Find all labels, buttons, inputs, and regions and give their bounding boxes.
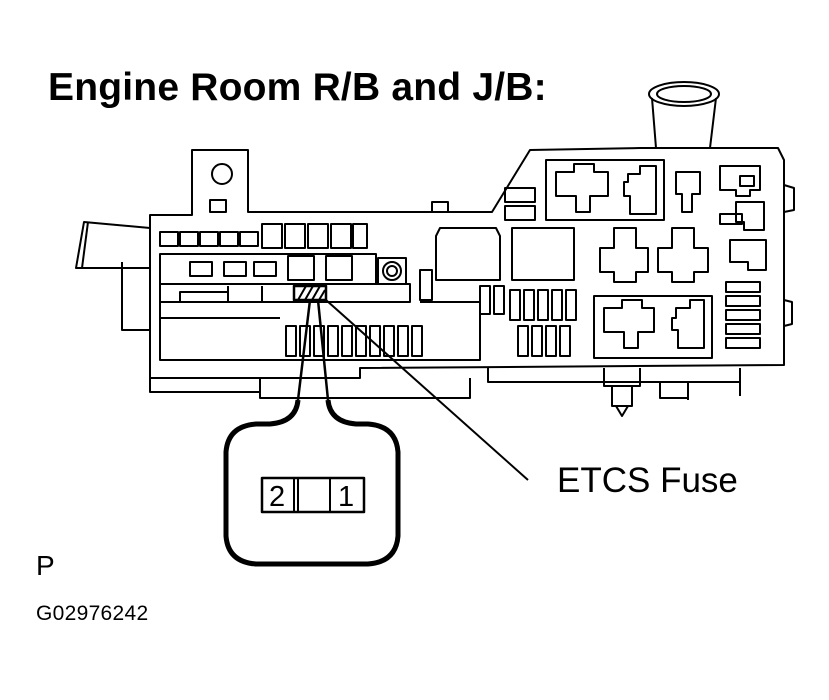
relay-large [435, 227, 575, 281]
left-connector [75, 221, 151, 331]
relay-top-left [545, 159, 665, 221]
relay-bottom [593, 295, 713, 359]
diagram-title: Engine Room R/B and J/B: [48, 66, 547, 109]
fuse-pin-1: 1 [338, 481, 354, 513]
fuse-row-top [159, 223, 368, 249]
relay-middle-left [599, 227, 649, 283]
relay-small-1 [675, 171, 701, 213]
fuse-enlarged [260, 476, 366, 514]
figure-code: G02976242 [36, 602, 149, 625]
callout-leader [325, 299, 529, 481]
zoom-leader [296, 299, 330, 401]
mounting-tab [211, 163, 233, 185]
bolt [377, 257, 407, 285]
fuse-group-center [479, 285, 577, 357]
fuse-row-middle [189, 255, 353, 281]
relay-small-2 [719, 165, 761, 197]
bottom-stud [603, 368, 641, 417]
fuse-pin-2: 2 [269, 481, 285, 513]
fuse-row-bottom [285, 325, 423, 357]
tube-connector [648, 81, 720, 149]
block-housing [149, 147, 785, 379]
zoom-bubble [223, 399, 401, 567]
relay-right-column [719, 201, 767, 349]
figure-letter: P [36, 550, 55, 581]
etcs-fuse-slot [292, 284, 328, 302]
etcs-fuse-label: ETCS Fuse [557, 461, 738, 500]
relay-middle-right [657, 227, 709, 283]
